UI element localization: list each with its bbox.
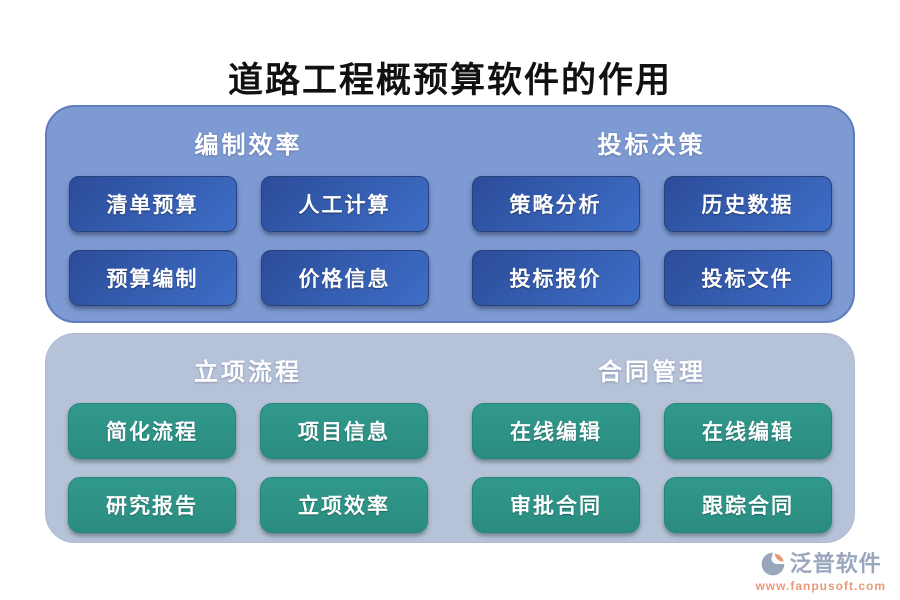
feature-chip-manual-calc[interactable]: 人工计算 — [260, 176, 429, 232]
panel-efficiency-bidding: 编制效率 清单预算 人工计算 预算编制 价格信息 投标决策 策略分析 历史数据 … — [45, 105, 855, 323]
section-header: 立项流程 — [194, 357, 302, 386]
section-contract-management: 合同管理 在线编辑 在线编辑 审批合同 跟踪合同 — [450, 334, 854, 542]
page-title: 道路工程概预算软件的作用 — [227, 60, 672, 101]
feature-chip-approval-efficiency[interactable]: 立项效率 — [260, 477, 428, 533]
feature-chip-bid-quote[interactable]: 投标报价 — [471, 250, 640, 306]
feature-chip-approve-contract[interactable]: 审批合同 — [472, 477, 640, 533]
vendor-url: www.fanpusoft.com — [755, 579, 886, 593]
feature-chip-online-edit-1[interactable]: 在线编辑 — [472, 403, 640, 459]
section-bidding-decision: 投标决策 策略分析 历史数据 投标报价 投标文件 — [450, 107, 853, 321]
button-grid: 策略分析 历史数据 投标报价 投标文件 — [471, 176, 832, 306]
vendor-logo: 泛普软件 www.fanpusoft.com — [755, 551, 886, 592]
button-grid: 简化流程 项目信息 研究报告 立项效率 — [68, 403, 428, 533]
feature-chip-bid-document[interactable]: 投标文件 — [663, 250, 832, 306]
feature-chip-research-report[interactable]: 研究报告 — [68, 477, 236, 533]
section-compilation-efficiency: 编制效率 清单预算 人工计算 预算编制 价格信息 — [47, 107, 450, 321]
feature-chip-simplify-process[interactable]: 简化流程 — [68, 403, 236, 459]
feature-chip-budget-compile[interactable]: 预算编制 — [68, 250, 237, 306]
feature-chip-price-info[interactable]: 价格信息 — [260, 250, 429, 306]
feature-chip-list-budget[interactable]: 清单预算 — [68, 176, 237, 232]
feature-chip-project-info[interactable]: 项目信息 — [260, 403, 428, 459]
button-grid: 清单预算 人工计算 预算编制 价格信息 — [68, 176, 429, 306]
vendor-name: 泛普软件 — [789, 551, 882, 577]
section-header: 投标决策 — [597, 130, 706, 159]
vendor-logo-row: 泛普软件 — [760, 551, 882, 577]
section-project-approval: 立项流程 简化流程 项目信息 研究报告 立项效率 — [46, 334, 450, 542]
section-header: 合同管理 — [598, 357, 706, 386]
feature-chip-history-data[interactable]: 历史数据 — [663, 176, 832, 232]
fanpu-logo-icon — [760, 551, 786, 577]
feature-chip-track-contract[interactable]: 跟踪合同 — [664, 477, 832, 533]
feature-chip-strategy-analysis[interactable]: 策略分析 — [471, 176, 640, 232]
button-grid: 在线编辑 在线编辑 审批合同 跟踪合同 — [472, 403, 832, 533]
panel-approval-contract: 立项流程 简化流程 项目信息 研究报告 立项效率 合同管理 在线编辑 在线编辑 … — [45, 333, 855, 543]
feature-chip-online-edit-2[interactable]: 在线编辑 — [664, 403, 832, 459]
section-header: 编制效率 — [194, 130, 303, 159]
